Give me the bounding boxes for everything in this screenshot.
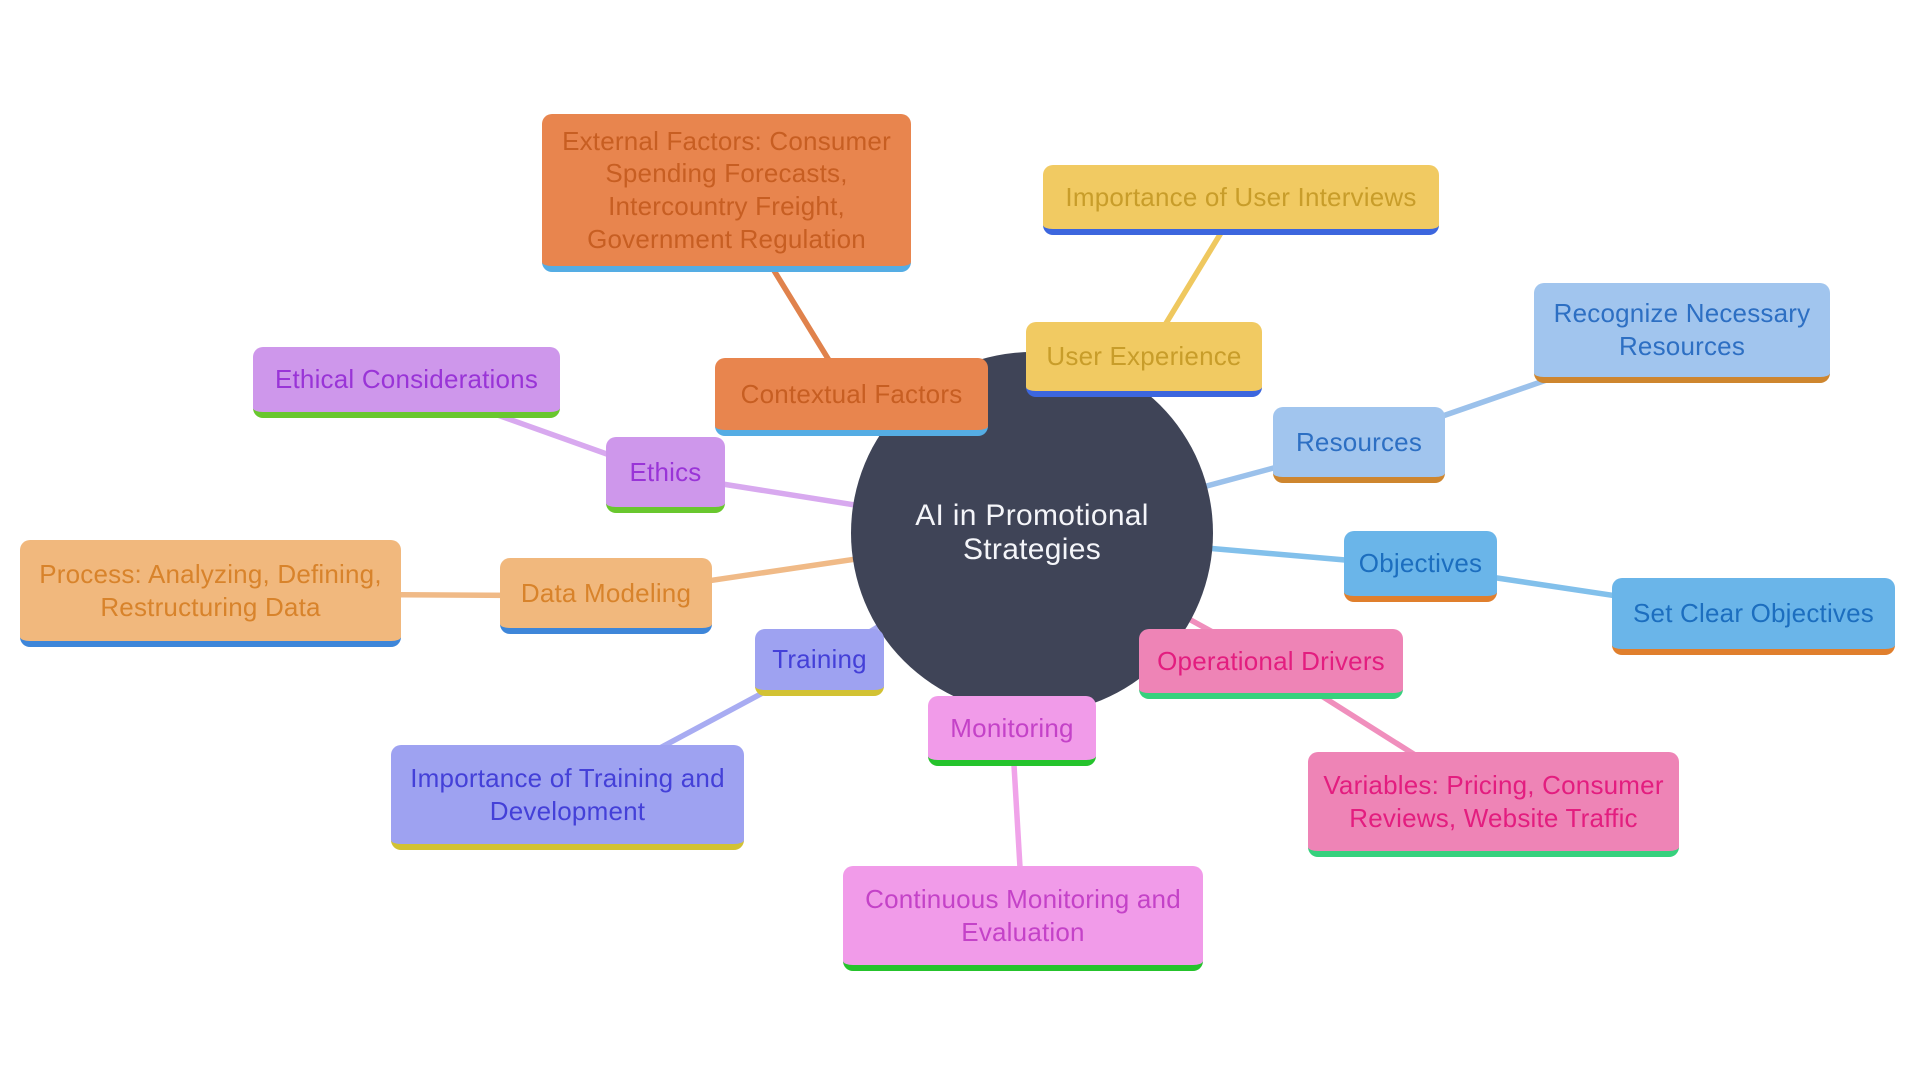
node-continuous-monitoring-evaluation[interactable]: Continuous Monitoring and Evaluation (843, 866, 1203, 971)
node-resources[interactable]: Resources (1273, 407, 1445, 483)
node-data-modeling[interactable]: Data Modeling (500, 558, 712, 634)
central-topic-circle[interactable] (851, 352, 1213, 714)
node-ethical-considerations[interactable]: Ethical Considerations (253, 347, 560, 418)
node-user-experience[interactable]: User Experience (1026, 322, 1262, 397)
node-process-analyzing[interactable]: Process: Analyzing, Defining, Restructur… (20, 540, 401, 647)
node-contextual-factors[interactable]: Contextual Factors (715, 358, 988, 436)
node-variables-pricing[interactable]: Variables: Pricing, Consumer Reviews, We… (1308, 752, 1679, 857)
node-objectives[interactable]: Objectives (1344, 531, 1497, 602)
node-recognize-necessary-resources[interactable]: Recognize Necessary Resources (1534, 283, 1830, 383)
node-external-factors[interactable]: External Factors: Consumer Spending Fore… (542, 114, 911, 272)
node-importance-of-user-interviews[interactable]: Importance of User Interviews (1043, 165, 1439, 235)
node-importance-training-development[interactable]: Importance of Training and Development (391, 745, 744, 850)
node-training[interactable]: Training (755, 629, 884, 696)
node-operational-drivers[interactable]: Operational Drivers (1139, 629, 1403, 699)
node-ethics[interactable]: Ethics (606, 437, 725, 513)
node-set-clear-objectives[interactable]: Set Clear Objectives (1612, 578, 1895, 655)
node-monitoring[interactable]: Monitoring (928, 696, 1096, 766)
